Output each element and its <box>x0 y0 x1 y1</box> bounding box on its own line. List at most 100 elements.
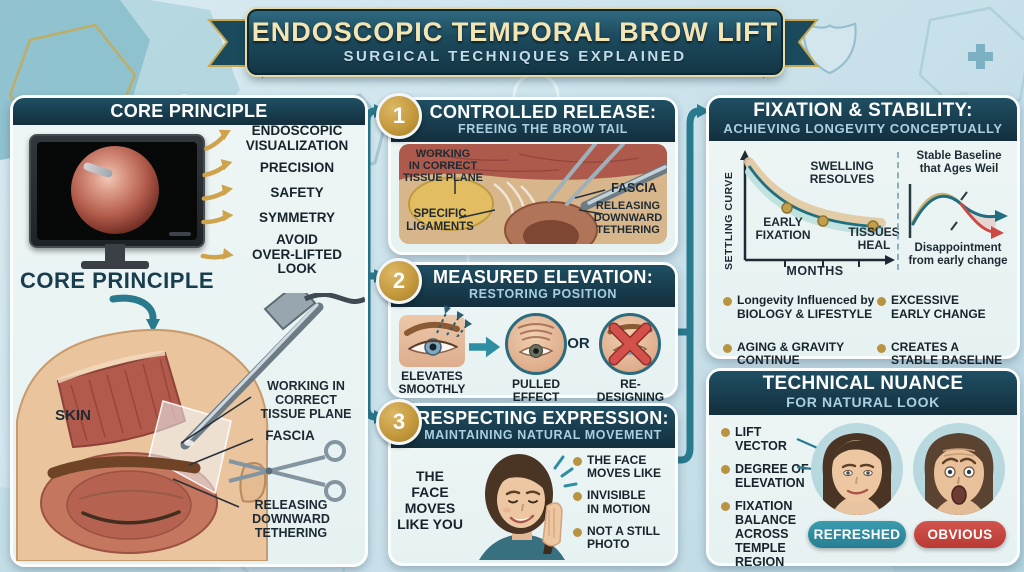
gold-arrow-icon <box>201 210 234 225</box>
bullet-dot-icon <box>721 465 730 474</box>
core-principle-panel: CORE PRINCIPLE CORE PRINCIPLE ENDOSCOPIC… <box>10 95 368 567</box>
step2-title: MEASURED ELEVATION: <box>432 267 654 287</box>
monitor-frame <box>29 134 205 248</box>
step2-number-badge: 2 <box>376 258 422 304</box>
bullet-dot-icon <box>573 457 582 466</box>
bullet-text: Longevity Influenced by BIOLOGY & LIFEST… <box>737 293 875 321</box>
disappointment-label: Disappointment from early change <box>908 242 1008 267</box>
benefit-row: SYMMETRY <box>201 208 361 228</box>
bullet-item: EXCESSIVE EARLY CHANGE <box>877 293 1009 322</box>
gold-arrow-icon <box>202 159 233 178</box>
fixation-stability-panel: FIXATION & STABILITY: ACHIEVING LONGEVIT… <box>706 95 1020 367</box>
step2-subtitle: RESTORING POSITION <box>468 286 618 301</box>
or-text: OR <box>567 335 590 352</box>
step2-content: ELEVATES SMOOTHLY PUL <box>397 305 671 418</box>
bullet-text: INVISIBLE IN MOTION <box>587 488 651 516</box>
benefits-list: ENDOSCOPIC VISUALIZATION PRECISION SAFET… <box>200 123 361 282</box>
elevates-label: ELEVATES SMOOTHLY <box>398 369 466 397</box>
bullet-dot-icon <box>721 428 730 437</box>
obvious-face-photo <box>913 423 1005 515</box>
gold-arrow-icon <box>201 184 234 202</box>
step1-ligaments-label: SPECIFIC LIGAMENTS <box>406 208 474 233</box>
step1-plane-label: WORKING IN CORRECT TISSUE PLANE <box>402 148 484 185</box>
nuance-title: TECHNICAL NUANCE <box>762 373 964 394</box>
fixation-title: FIXATION & STABILITY: <box>753 100 973 121</box>
core-panel-title: CORE PRINCIPLE <box>110 101 268 121</box>
benefit-label: SYMMETRY <box>258 209 335 225</box>
step2-panel: 2 MEASURED ELEVATION: RESTORING POSITION <box>376 258 678 417</box>
step1-fascia-label: FASCIA <box>611 181 657 195</box>
benefit-label: PRECISION <box>259 159 335 175</box>
bullet-dot-icon <box>877 343 886 353</box>
step3-panel: 3 RESPECTING EXPRESSION: MAINTAINING NAT… <box>376 399 678 566</box>
bullet-dot-icon <box>721 502 730 511</box>
step1-panel: 1 CONTROLLED RELEASE: FREEING THE BROW T… <box>376 93 678 255</box>
banner-bar: ENDOSCOPIC TEMPORAL BROW LIFT SURGICAL T… <box>247 9 783 75</box>
elevation-arrows-icon <box>435 305 472 337</box>
stability-mini-chart <box>908 184 1008 239</box>
bullet-item: INVISIBLE IN MOTION <box>573 489 669 515</box>
step3-header: RESPECTING EXPRESSION: MAINTAINING NATUR… <box>391 406 675 448</box>
pulled-effect-label: PULLED EFFECT <box>512 377 561 405</box>
core-panel-header: CORE PRINCIPLE <box>13 98 365 125</box>
step3-bullets: THE FACE MOVES LIKE INVISIBLE IN MOTION … <box>573 453 669 560</box>
bullet-text: AGING & GRAVITY CONTINUE <box>737 339 845 368</box>
bullet-item: AGING & GRAVITY CONTINUE <box>723 339 875 369</box>
fascia-label: FASCIA <box>265 428 315 443</box>
stable-baseline-label: Stable Baseline that Ages Weil <box>916 150 1002 175</box>
step1-anatomy-image: WORKING IN CORRECT TISSUE PLANE SPECIFIC… <box>399 144 667 244</box>
tissues-heal-label: TISSUES HEAL <box>848 225 900 253</box>
bullet-text: NOT A STILL PHOTO <box>587 523 661 551</box>
monitor-buttons <box>169 232 191 236</box>
step3-number-badge: 3 <box>376 399 422 445</box>
early-fixation-label: EARLY FIXATION <box>755 215 811 243</box>
red-x-icon <box>608 322 652 366</box>
step1-tethering-label: RELEASING DOWNWARD TETHERING <box>593 200 663 237</box>
step3-left-text: THE FACE MOVES LIKE YOU <box>397 468 463 533</box>
chart-divider <box>897 152 899 270</box>
bullet-item: CREATES A STABLE BASELINE <box>877 339 1009 369</box>
bullet-dot-icon <box>723 343 732 353</box>
monitor-stand <box>105 244 125 261</box>
core-principle-caption: CORE PRINCIPLE <box>19 268 215 293</box>
elevates-item: ELEVATES SMOOTHLY <box>397 305 472 397</box>
bullet-item: DEGREE OF ELEVATION <box>721 462 813 490</box>
benefit-label: AVOID OVER-LIFTED LOOK <box>252 232 342 277</box>
nuance-bullets: LIFT VECTOR DEGREE OF ELEVATION FIXATION… <box>721 425 813 572</box>
bullet-dot-icon <box>573 527 582 537</box>
bullet-text: CREATES A STABLE BASELINE <box>891 339 1003 368</box>
down-flow-arrow-icon <box>109 294 160 333</box>
bullet-item: NOT A STILL PHOTO <box>573 523 669 551</box>
refreshed-badge: REFRESHED <box>808 521 906 548</box>
bullet-item: THE FACE MOVES LIKE <box>573 453 669 481</box>
step1-header: CONTROLLED RELEASE: FREEING THE BROW TAI… <box>391 100 675 142</box>
redesign-item: RE-DESIGNING BROW <box>590 309 671 418</box>
bullet-dot-icon <box>723 297 732 306</box>
bullet-text: LIFT VECTOR <box>735 425 787 453</box>
refreshed-face-photo <box>811 423 903 515</box>
fixation-header: FIXATION & STABILITY: ACHIEVING LONGEVIT… <box>709 98 1017 142</box>
title-banner: ENDOSCOPIC TEMPORAL BROW LIFT SURGICAL T… <box>205 4 821 80</box>
fixation-subtitle: ACHIEVING LONGEVITY CONCEPTUALLY <box>723 120 1003 136</box>
bullet-text: THE FACE MOVES LIKE <box>587 453 662 481</box>
step3-title: RESPECTING EXPRESSION: <box>417 408 669 428</box>
gold-arrow-icon <box>200 248 234 260</box>
benefit-row: AVOID OVER-LIFTED LOOK <box>200 232 361 277</box>
nuance-header: TECHNICAL NUANCE FOR NATURAL LOOK <box>709 371 1017 416</box>
endoscopic-view-image <box>71 146 159 234</box>
nuance-subtitle: FOR NATURAL LOOK <box>786 393 940 410</box>
bullet-dot-icon <box>573 492 582 502</box>
step2-header: MEASURED ELEVATION: RESTORING POSITION <box>391 265 675 307</box>
redesign-photo <box>599 313 662 375</box>
bullet-item: FIXATION BALANCE ACROSS TEMPLE REGION <box>721 499 813 569</box>
step1-subtitle: FREEING THE BROW TAIL <box>458 121 628 136</box>
right-arrow-icon <box>468 336 500 358</box>
skin-label: SKIN <box>55 407 91 424</box>
technical-nuance-panel: TECHNICAL NUANCE FOR NATURAL LOOK LIFT V… <box>706 368 1020 569</box>
tissue-plane-label: WORKING IN CORRECT TISSUE PLANE <box>260 379 352 421</box>
bullet-text: FIXATION BALANCE ACROSS TEMPLE REGION <box>735 499 797 569</box>
tethering-label: RELEASING DOWNWARD TETHERING <box>252 498 330 540</box>
benefit-row: ENDOSCOPIC VISUALIZATION <box>203 123 361 153</box>
months-xlabel: MONTHS <box>786 264 844 278</box>
